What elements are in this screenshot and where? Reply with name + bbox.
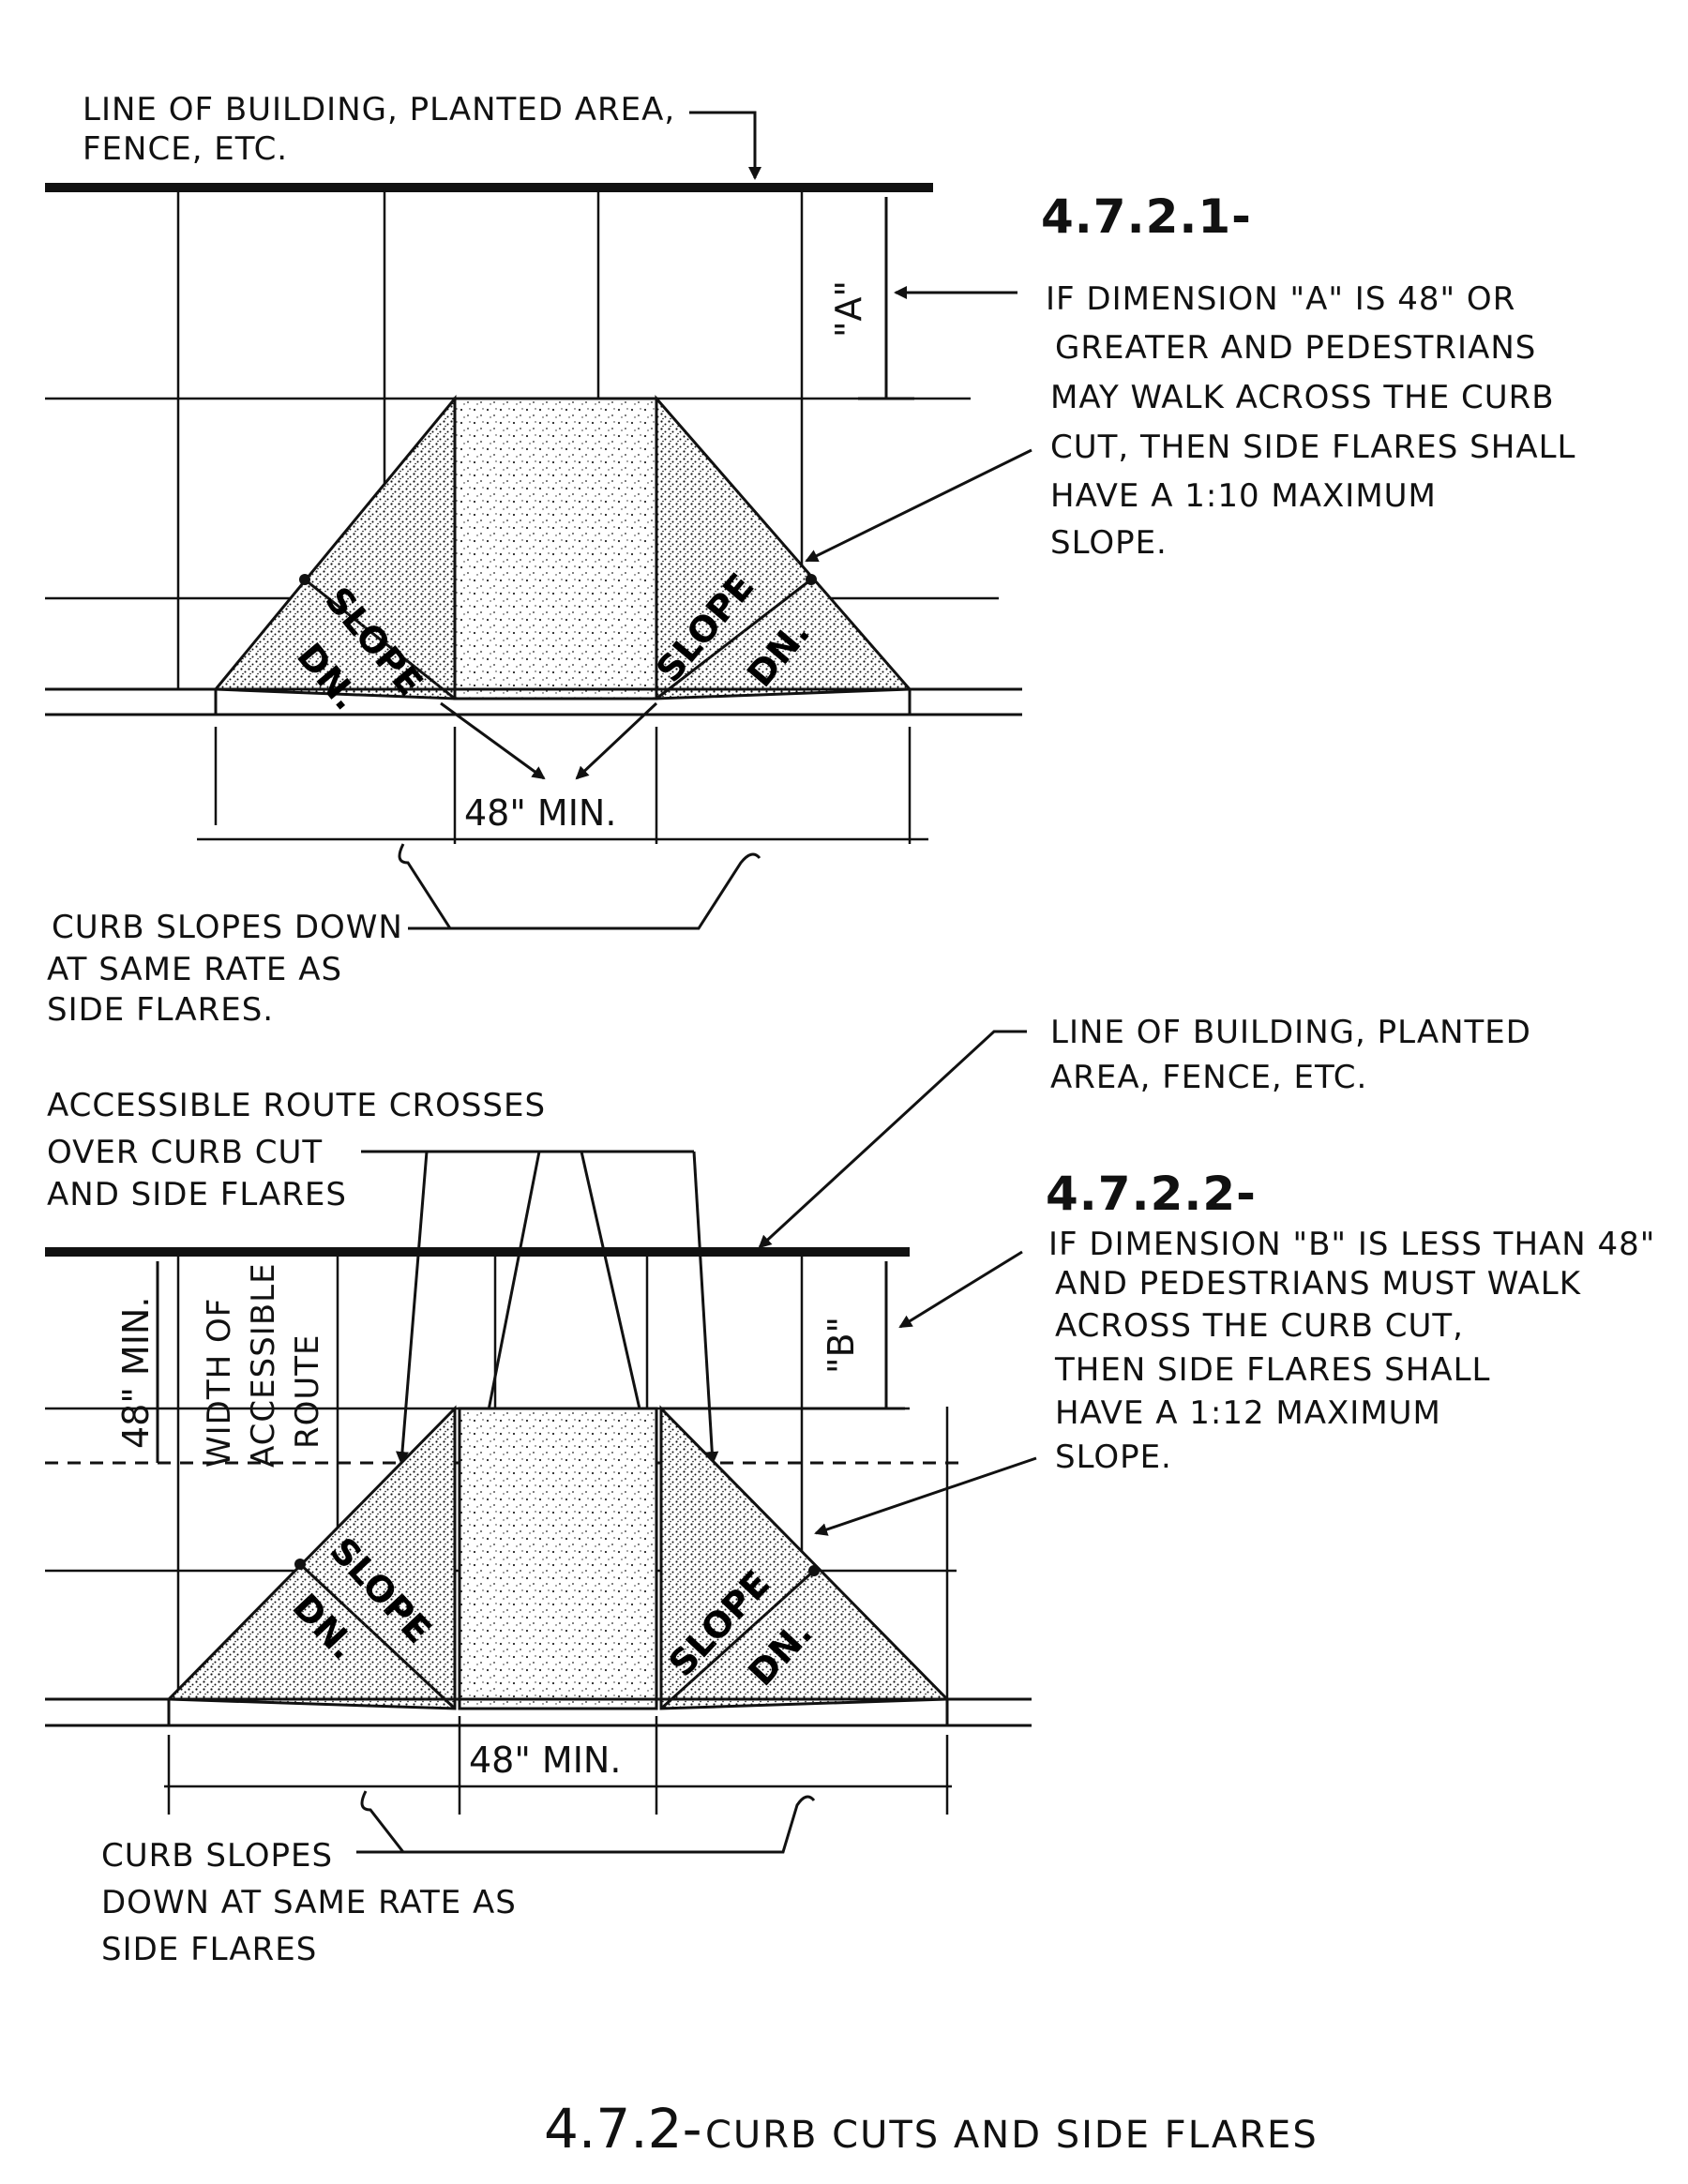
- bottom-note-line-4: THEN SIDE FLARES SHALL: [1054, 1351, 1490, 1389]
- bottom-curb-note-3: SIDE FLARES: [101, 1931, 317, 1968]
- top-dim-a-label: "A": [828, 280, 869, 338]
- bottom-route-width-3: ROUTE: [289, 1333, 326, 1449]
- caption-title: CURB CUTS AND SIDE FLARES: [705, 2114, 1319, 2157]
- bottom-route-label-2: OVER CURB CUT: [47, 1134, 323, 1171]
- bottom-note-line-2: AND PEDESTRIANS MUST WALK: [1055, 1265, 1582, 1303]
- bottom-section-number: 4.7.2.2-: [1046, 1167, 1257, 1221]
- top-note-line-3: MAY WALK ACROSS THE CURB: [1050, 379, 1555, 416]
- bottom-building-line-label-1: LINE OF BUILDING, PLANTED: [1050, 1014, 1531, 1051]
- bottom-min-width-label: 48" MIN.: [469, 1740, 621, 1781]
- bottom-dim-48-label: 48" MIN.: [115, 1297, 157, 1449]
- bottom-diagram: LINE OF BUILDING, PLANTED AREA, FENCE, E…: [45, 1014, 1655, 1968]
- bottom-route-label-1: ACCESSIBLE ROUTE CROSSES: [47, 1087, 546, 1124]
- bottom-route-label-3: AND SIDE FLARES: [47, 1176, 347, 1213]
- top-dimension-lines: [197, 727, 928, 844]
- top-note-line-6: SLOPE.: [1050, 524, 1168, 562]
- top-building-line-leader: [689, 111, 761, 180]
- top-center-ramp: [453, 397, 658, 700]
- bottom-curb-bracket: [360, 1790, 816, 1854]
- top-diagram: LINE OF BUILDING, PLANTED AREA, FENCE, E…: [45, 91, 1575, 1029]
- top-curb-note-3: SIDE FLARES.: [47, 991, 274, 1029]
- bottom-note-line-5: HAVE A 1:12 MAXIMUM: [1055, 1394, 1441, 1432]
- bottom-center-ramp: [458, 1407, 658, 1710]
- top-note-line-1: IF DIMENSION "A" IS 48" OR: [1046, 280, 1515, 318]
- bottom-route-width-2: ACCESSIBLE: [245, 1262, 282, 1468]
- top-note-line-2: GREATER AND PEDESTRIANS: [1055, 329, 1536, 367]
- top-note-line-5: HAVE A 1:10 MAXIMUM: [1050, 477, 1437, 515]
- bottom-left-flare: [165, 1405, 457, 1710]
- bottom-note-leader: [814, 1456, 1037, 1536]
- top-right-flare: [655, 394, 913, 700]
- bottom-building-line-label-2: AREA, FENCE, ETC.: [1050, 1059, 1367, 1096]
- top-note-line-4: CUT, THEN SIDE FLARES SHALL: [1050, 429, 1575, 466]
- bottom-note-line-1: IF DIMENSION "B" IS LESS THAN 48": [1048, 1226, 1655, 1263]
- bottom-note-line-3: ACROSS THE CURB CUT,: [1055, 1307, 1464, 1345]
- bottom-building-line-leader: [758, 1030, 1027, 1249]
- top-curb-bracket: [398, 843, 761, 930]
- top-building-line-label-2: FENCE, ETC.: [83, 130, 288, 168]
- bottom-route-width-1: WIDTH OF: [201, 1298, 238, 1468]
- bottom-curb-note-1: CURB SLOPES: [101, 1837, 333, 1875]
- top-curb-note-1: CURB SLOPES DOWN: [52, 909, 403, 946]
- top-note-leader: [805, 448, 1032, 563]
- caption-number: 4.7.2-: [544, 2097, 702, 2161]
- bottom-note-line-6: SLOPE.: [1055, 1438, 1172, 1476]
- top-curb-note-2: AT SAME RATE AS: [47, 951, 342, 988]
- bottom-dim-b-label: "B": [821, 1317, 862, 1374]
- top-section-number: 4.7.2.1-: [1041, 189, 1252, 244]
- bottom-dimension-lines: [164, 1716, 952, 1815]
- top-min-width-label: 48" MIN.: [464, 792, 616, 834]
- top-building-line-label-1: LINE OF BUILDING, PLANTED AREA,: [83, 91, 675, 128]
- bottom-right-flare: [659, 1405, 951, 1710]
- figure-caption: 4.7.2- CURB CUTS AND SIDE FLARES: [544, 2097, 1319, 2161]
- bottom-curb-note-2: DOWN AT SAME RATE AS: [101, 1884, 517, 1921]
